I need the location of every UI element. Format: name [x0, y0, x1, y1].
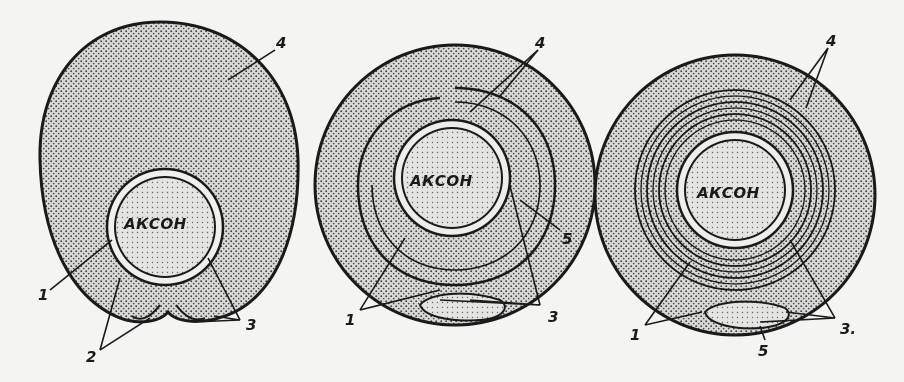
- figure-2: АКСОН 4 1 3 5: [315, 34, 595, 329]
- figure-3: АКСОН 4 1 3. 5: [595, 32, 875, 360]
- callout-1: 1: [630, 326, 640, 344]
- callout-4: 4: [534, 34, 545, 52]
- callout-4: 4: [825, 32, 836, 50]
- callout-1: 1: [38, 286, 48, 304]
- callout-4: 4: [275, 34, 286, 52]
- callout-1: 1: [345, 311, 355, 329]
- callout-3: 3: [548, 308, 558, 326]
- callout-5: 5: [562, 230, 572, 248]
- figure-1: АКСОН 4 1 2 3: [38, 22, 298, 366]
- callout-2: 2: [86, 348, 96, 366]
- callout-5: 5: [758, 342, 768, 360]
- axon-label: АКСОН: [409, 172, 473, 190]
- callout-3: 3.: [840, 320, 856, 338]
- axon-label: АКСОН: [123, 215, 187, 233]
- callout-3: 3: [246, 316, 256, 334]
- axon-label: АКСОН: [696, 184, 760, 202]
